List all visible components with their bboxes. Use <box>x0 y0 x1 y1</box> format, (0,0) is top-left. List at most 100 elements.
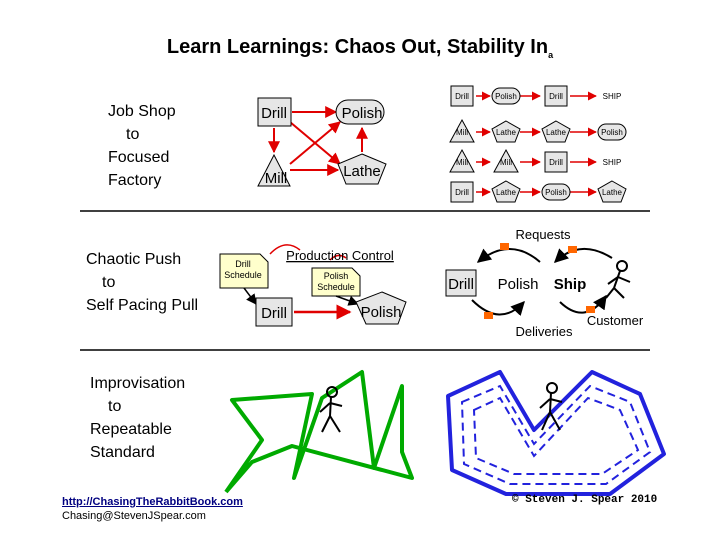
cell-station-label: Drill <box>549 92 563 101</box>
cell-station-label: Drill <box>455 92 469 101</box>
pull-drill-label: Drill <box>448 276 474 293</box>
row-label-line: Focused <box>108 149 170 166</box>
walker-figure-icon <box>319 386 343 433</box>
schedule-connector <box>269 244 301 255</box>
pull-diagram: Requests Drill Polish Ship Deliveries Cu… <box>445 227 644 339</box>
job-shop-lathe-label: Lathe <box>343 163 381 180</box>
cell-station-label: Polish <box>601 128 623 137</box>
row-label-line: Repeatable <box>90 421 172 438</box>
request-kanban <box>500 243 509 250</box>
row-label-job-shop: Job Shop to Focused Factory <box>108 100 176 192</box>
standard-diagram <box>446 370 666 496</box>
polish-schedule-doc <box>311 267 361 297</box>
cell-station-mill-shape <box>493 148 519 173</box>
polish-schedule-label-1: Polish <box>324 271 349 281</box>
row-label-line: Chaotic Push <box>86 251 182 268</box>
cell-station-drill-shape <box>544 85 568 107</box>
pull-polish-label: Polish <box>498 276 539 293</box>
cell-station-label: Drill <box>549 158 563 167</box>
cell-station-label: Mill <box>456 128 468 137</box>
cell-station-lathe-shape <box>597 180 627 203</box>
cell-station-drill-shape <box>544 151 568 173</box>
pull-request-arrow <box>476 248 541 263</box>
standard-loop-dashed <box>472 396 640 475</box>
row-label-line: Self Pacing Pull <box>86 297 199 314</box>
drill-schedule-label-1: Drill <box>235 259 251 269</box>
cell-station-label: Lathe <box>602 188 623 197</box>
cell-station-mill-shape <box>449 118 475 143</box>
pull-delivery-arrow <box>559 294 607 314</box>
row-label-line: Improvisation <box>90 375 186 392</box>
pull-delivery-arrow <box>471 299 525 317</box>
job-shop-drill-label: Drill <box>261 105 287 122</box>
schedule-to-drill-arrow <box>243 287 257 305</box>
job-shop-mill-label: Mill <box>265 170 288 187</box>
cell-station-drill-shape <box>450 85 474 107</box>
standard-loop-dashed <box>460 384 652 485</box>
cell-station-label: Mill <box>500 158 512 167</box>
delivery-kanban <box>586 306 595 313</box>
pull-drill-shape <box>445 269 477 297</box>
cell-station-lathe-shape <box>541 120 571 143</box>
cell-station-polish-shape <box>597 123 627 141</box>
schedule-connector <box>329 254 347 261</box>
cell-station-lathe-shape <box>491 120 521 143</box>
row-label-line: Factory <box>108 172 162 189</box>
cell-station-polish-shape <box>541 183 571 201</box>
cell-station-polish-shape <box>491 87 521 105</box>
row-label-line: Standard <box>90 444 155 461</box>
cell-station-label: Drill <box>455 188 469 197</box>
job-shop-polish-label: Polish <box>342 105 383 122</box>
row-label-standard: Improvisation to Repeatable Standard <box>90 372 185 464</box>
title-subscript: a <box>548 50 554 60</box>
push-drill-shape <box>255 297 293 327</box>
cell-station-label: SHIP <box>603 158 622 167</box>
cell-station-label: Lathe <box>496 188 517 197</box>
mill-station-shape <box>257 153 291 187</box>
cell-station-label: Lathe <box>496 128 517 137</box>
drill-schedule-label-2: Schedule <box>224 270 262 280</box>
drill-station-shape <box>257 97 292 127</box>
title-text: Learn Learnings: Chaos Out, Stability In <box>166 36 549 58</box>
request-kanban <box>568 246 577 253</box>
row-label-line: to <box>102 274 116 291</box>
cell-station-drill-shape <box>450 181 474 203</box>
drill-schedule-doc <box>219 253 269 289</box>
push-drill-label: Drill <box>261 305 287 322</box>
improvisation-path <box>224 370 414 494</box>
cell-station-lathe-shape <box>491 180 521 203</box>
footer-copyright: © Steven J. Spear 2010 <box>512 494 658 506</box>
walker-figure-icon <box>539 382 563 431</box>
polish-station-shape <box>335 99 385 125</box>
push-diagram: Production Control Drill Schedule Polish… <box>219 244 407 327</box>
cell-station-label: Polish <box>545 188 567 197</box>
customer-figure-icon <box>605 260 631 299</box>
pull-request-arrow <box>553 247 613 263</box>
requests-label: Requests <box>516 227 571 242</box>
improvisation-diagram <box>224 370 414 494</box>
pull-ship-label: Ship <box>554 276 587 293</box>
push-polish-label: Polish <box>361 304 402 321</box>
row-label-push-pull: Chaotic Push to Self Pacing Pull <box>86 248 198 317</box>
push-polish-shape <box>355 291 407 325</box>
customer-label: Customer <box>587 313 644 328</box>
delivery-kanban <box>484 312 493 319</box>
standard-loop-outer <box>446 370 666 496</box>
cell-station-label: SHIP <box>603 92 622 101</box>
slide-title: Learn Learnings: Chaos Out, Stability In… <box>0 36 720 60</box>
cell-station-label: Mill <box>456 158 468 167</box>
row-label-line: Job Shop <box>108 103 176 120</box>
job-shop-diagram: Drill Mill Polish Lathe <box>257 97 387 187</box>
production-control-label: Production Control <box>286 248 394 263</box>
cell-station-label: Polish <box>495 92 517 101</box>
job-shop-arrow <box>289 121 341 165</box>
footer-url-link[interactable]: http://ChasingTheRabbitBook.com <box>62 496 243 508</box>
schedule-to-polish-arrow <box>335 295 359 306</box>
polish-schedule-label-2: Schedule <box>317 282 355 292</box>
cell-station-label: Lathe <box>546 128 567 137</box>
deliveries-label: Deliveries <box>515 324 573 339</box>
cell-station-mill-shape <box>449 148 475 173</box>
